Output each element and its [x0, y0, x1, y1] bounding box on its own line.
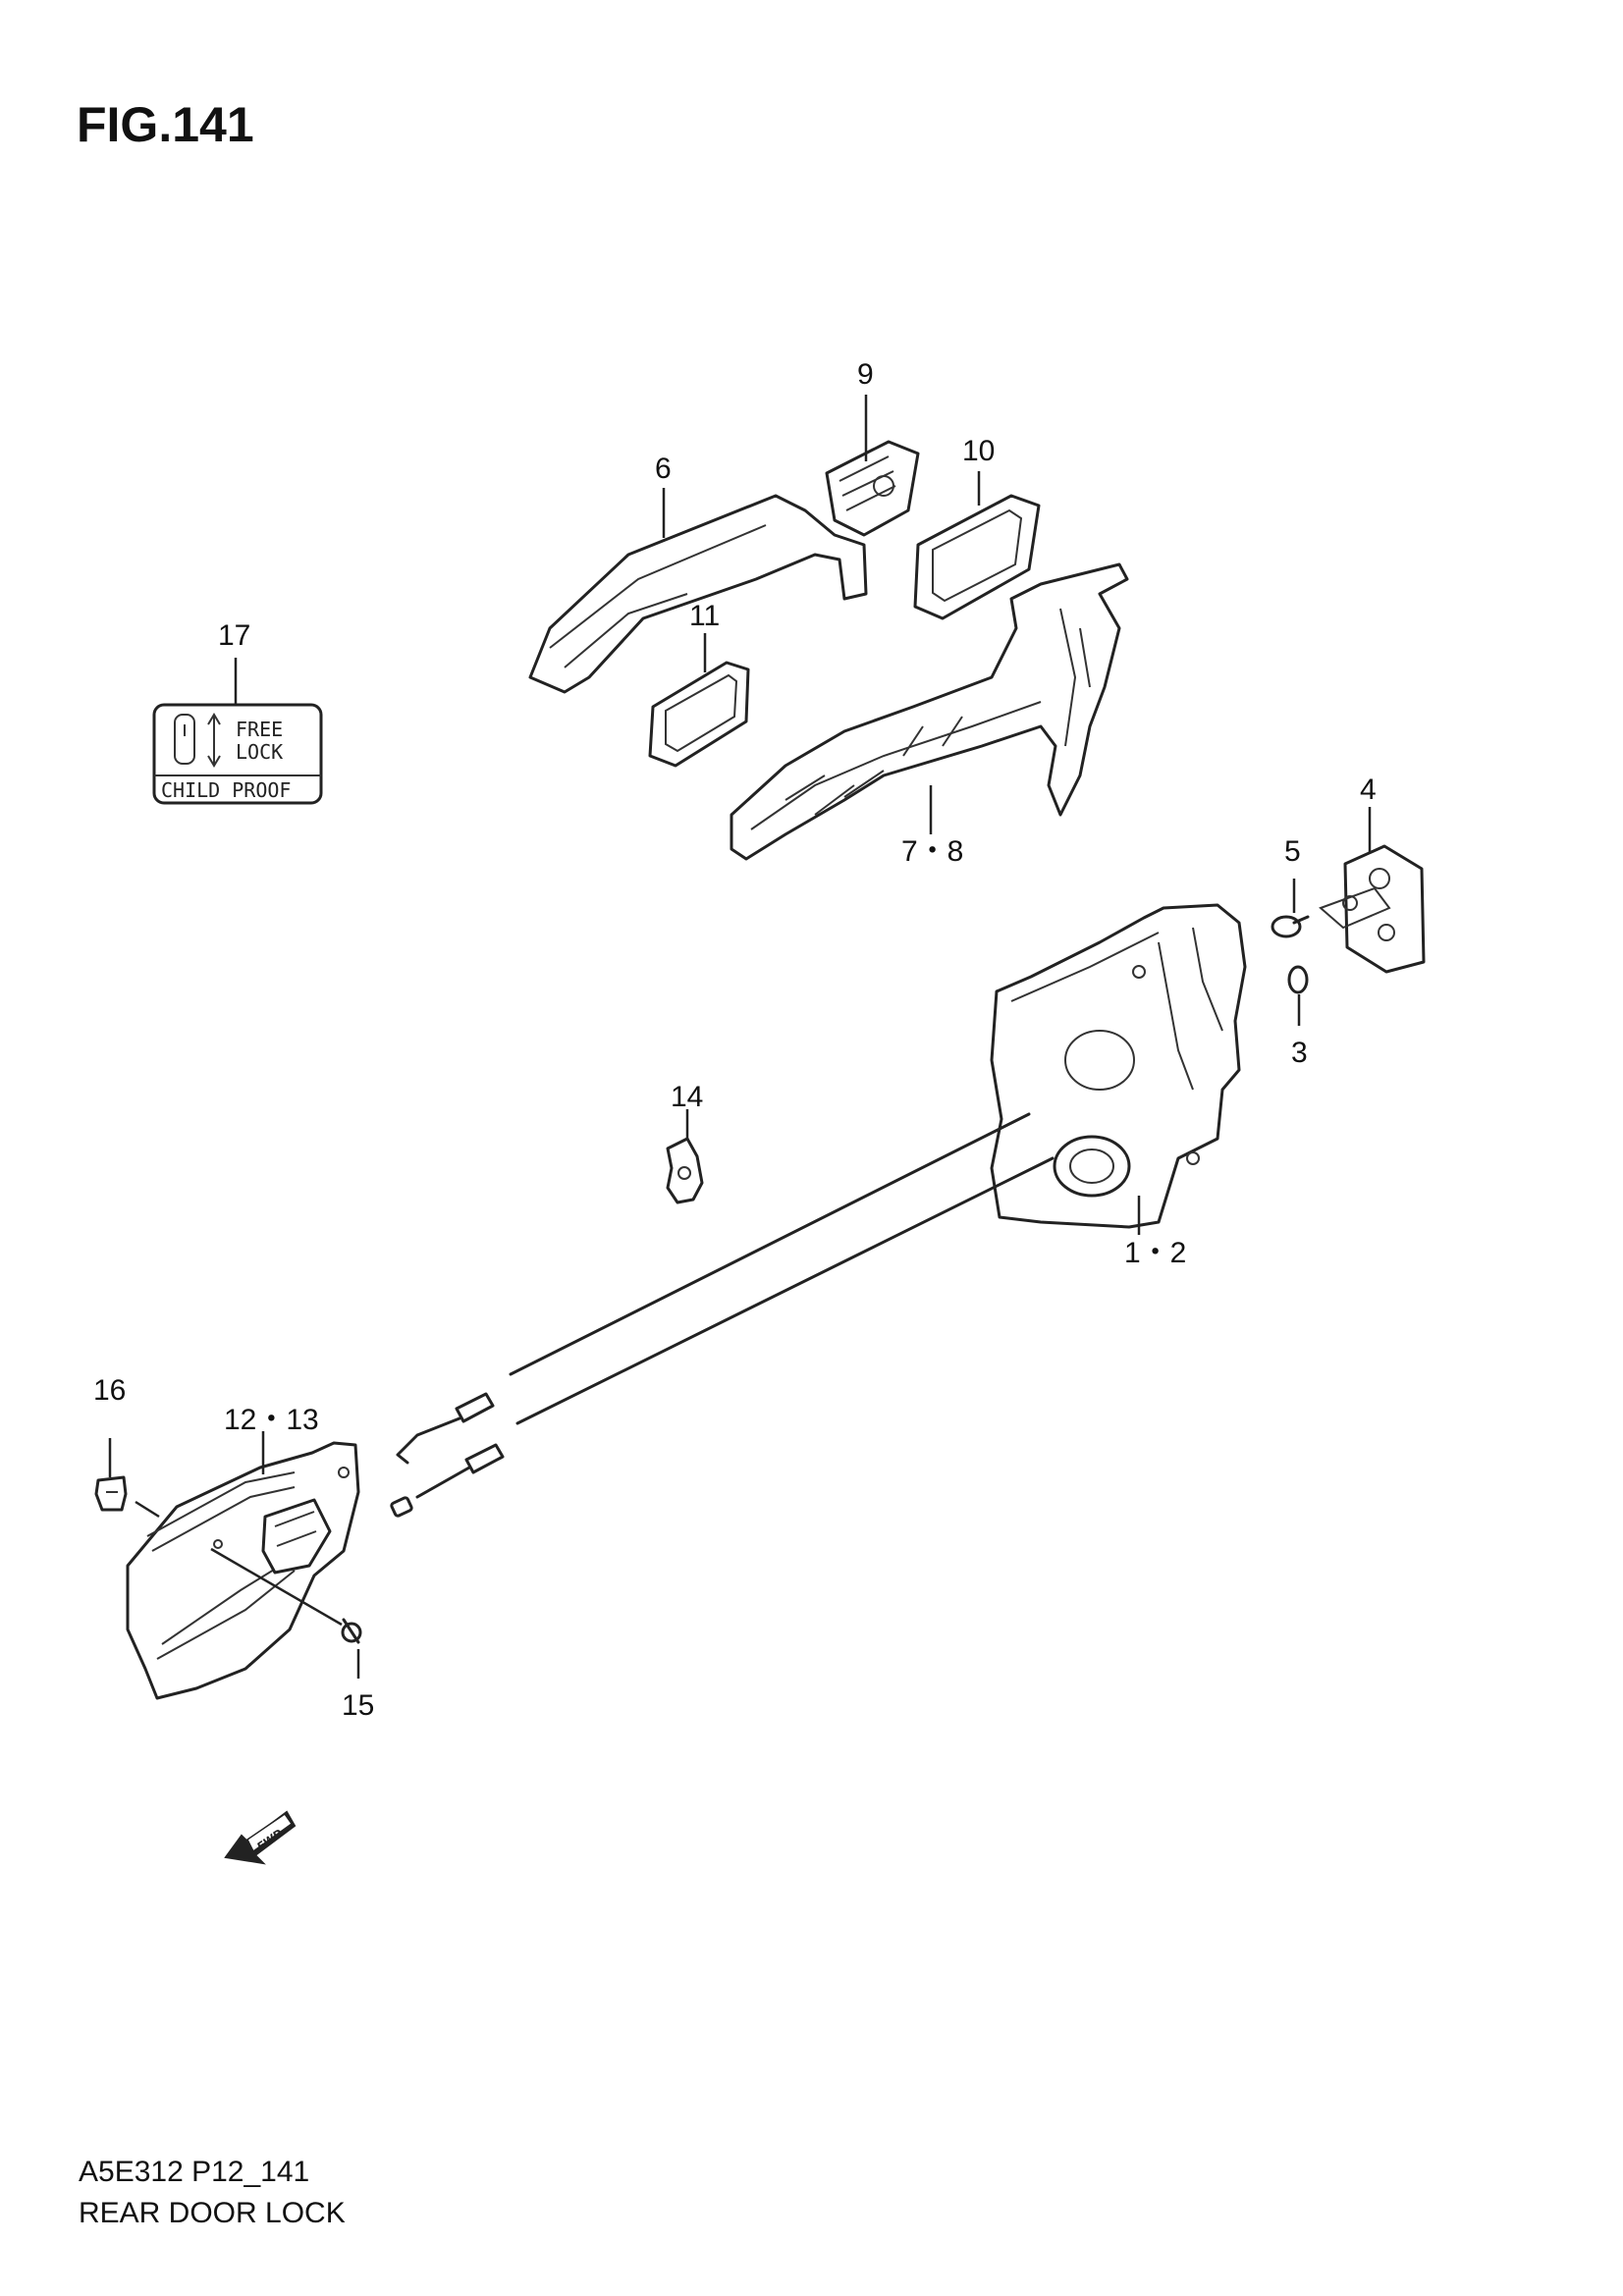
- part-5-screw: [1271, 879, 1310, 938]
- callout-14: 14: [671, 1081, 704, 1113]
- callout-16: 16: [93, 1374, 127, 1407]
- part-4-striker: [1319, 807, 1426, 974]
- part-3-screw: [1287, 965, 1309, 1026]
- callout-15: 15: [342, 1689, 375, 1722]
- part-1-2-door-lock-assembly: [990, 903, 1247, 1235]
- part-17-child-proof-label: FREE LOCK CHILD PROOF: [152, 658, 323, 805]
- label-child-proof-text: CHILD PROOF: [161, 778, 291, 802]
- callout-12-13: 12・13: [224, 1404, 319, 1436]
- callout-17: 17: [218, 619, 251, 652]
- footer-figure-title: REAR DOOR LOCK: [79, 2197, 346, 2229]
- callout-5: 5: [1284, 835, 1301, 868]
- part-10-gasket: [913, 471, 1041, 620]
- callout-4: 4: [1360, 774, 1377, 806]
- callout-10: 10: [962, 435, 996, 467]
- callout-9: 9: [857, 358, 874, 391]
- callout-6: 6: [655, 453, 672, 485]
- callout-7-8: 7・8: [901, 835, 964, 868]
- part-7-8-handle-frame: [730, 562, 1129, 861]
- part-11-gasket: [648, 633, 750, 768]
- part-14-clip: [666, 1109, 704, 1204]
- label-lock-text: LOCK: [236, 740, 283, 764]
- figure-title: FIG.141: [77, 97, 254, 152]
- callout-3: 3: [1291, 1037, 1308, 1069]
- fwd-direction-arrow: FWD: [224, 1810, 297, 1865]
- callout-1-2: 1・2: [1124, 1237, 1187, 1269]
- control-cables: [390, 1112, 1055, 1518]
- part-16-grommet: [94, 1438, 160, 1519]
- callout-11: 11: [689, 600, 721, 632]
- footer-figure-code: A5E312 P12_141: [79, 2156, 310, 2188]
- label-free-text: FREE: [236, 718, 283, 741]
- part-15-screw: [210, 1547, 362, 1679]
- part-6-outside-handle: [528, 488, 868, 694]
- part-9-handle-cap: [825, 395, 920, 537]
- part-12-13-inside-handle: [126, 1431, 360, 1700]
